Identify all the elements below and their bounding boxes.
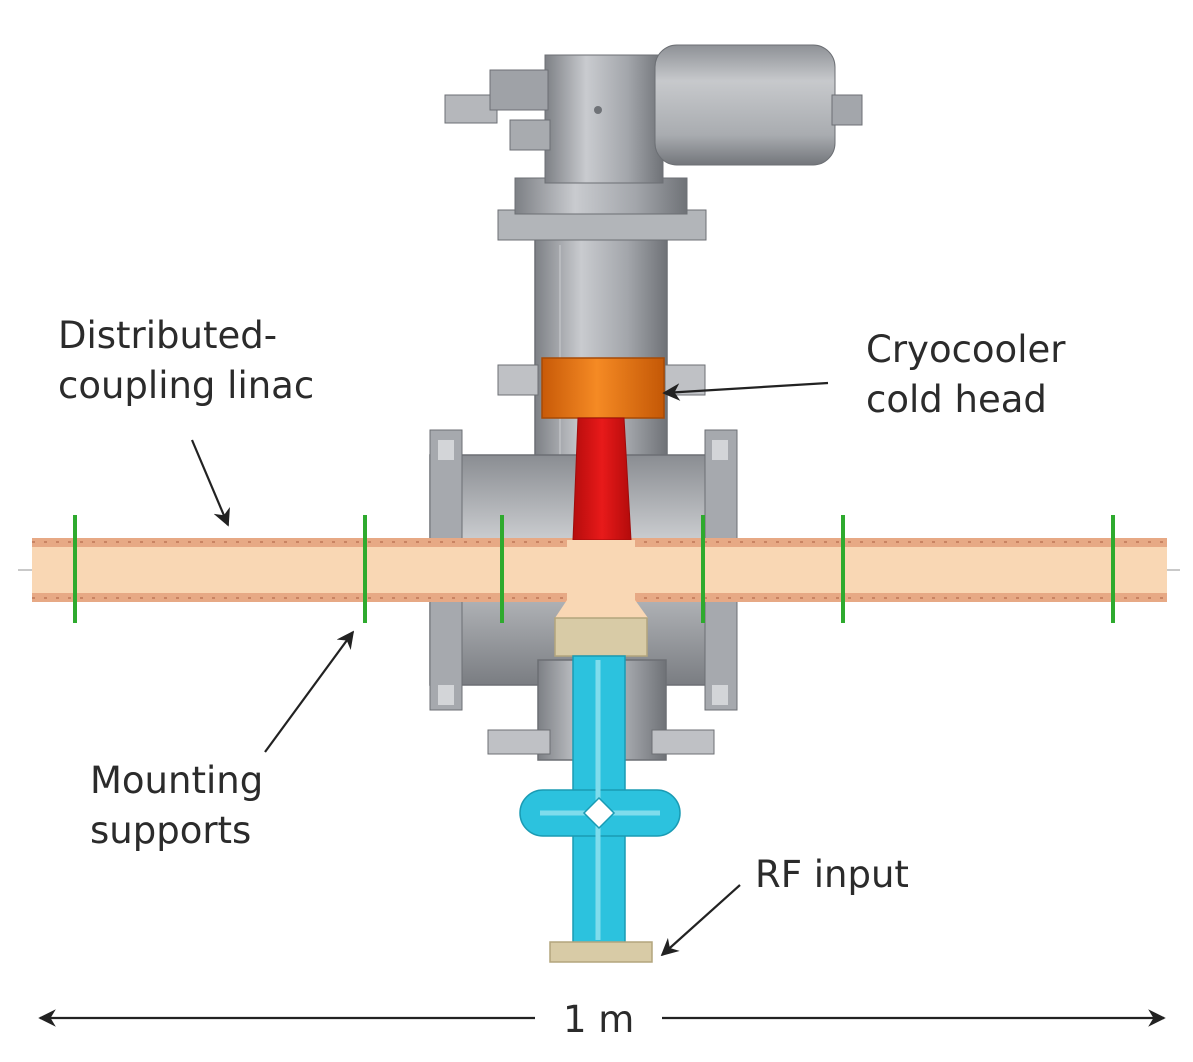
linac-label: Distributed- coupling linac: [58, 311, 314, 411]
coupling-block: [567, 540, 635, 600]
rf-input-flange: [549, 941, 653, 963]
mounting-label-line1: Mounting: [90, 759, 264, 802]
rf-input-label: RF input: [755, 853, 909, 896]
cryocooler-motor-icon: [444, 44, 863, 241]
cryocooler-arrow: [662, 381, 829, 401]
mounting-supports: [73, 515, 1115, 623]
mounting-label: Mounting supports: [90, 756, 263, 856]
rf-waveguide: [519, 617, 681, 963]
cryocooler-cold-head: [541, 357, 665, 419]
mounting-arrow: [264, 630, 355, 753]
linac-arrow: [190, 439, 230, 527]
coupling-taper: [555, 600, 648, 618]
rf-coupler-flange: [554, 617, 648, 657]
cryocooler-label: Cryocooler cold head: [866, 325, 1065, 425]
scale-label: 1 m: [563, 998, 635, 1041]
linac-label-line2: coupling linac: [58, 364, 315, 407]
cold-finger: [572, 417, 632, 541]
mounting-label-line2: supports: [90, 809, 252, 852]
cryocooler-label-line2: cold head: [866, 378, 1047, 421]
rf-input-arrow: [660, 884, 741, 957]
linac-label-line1: Distributed-: [58, 314, 278, 357]
waveguide-diamond: [582, 796, 616, 830]
cryocooler-label-line1: Cryocooler: [866, 328, 1066, 371]
